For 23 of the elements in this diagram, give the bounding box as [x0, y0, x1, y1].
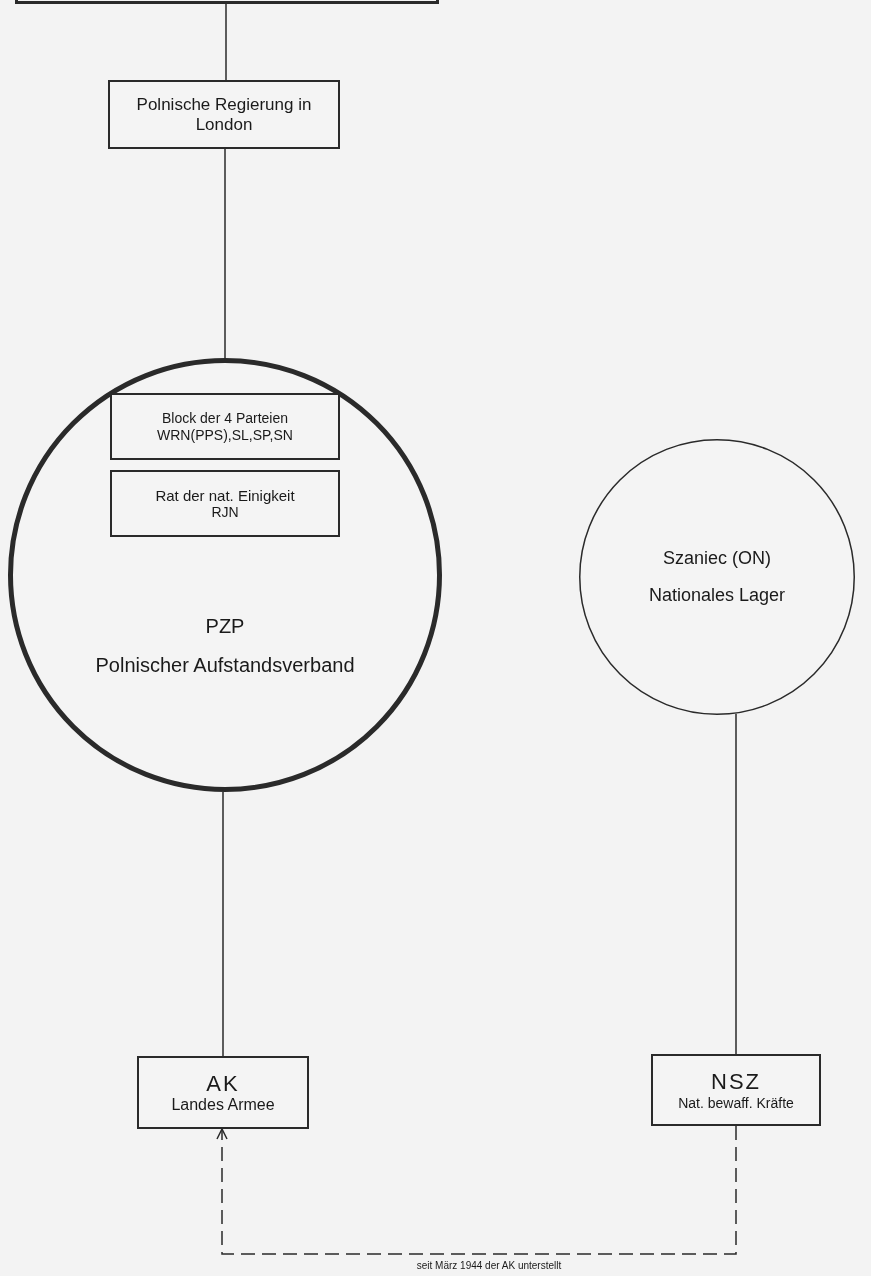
node-subtitle: RJN — [211, 504, 239, 521]
node-title: Rat der nat. Einigkeit — [155, 486, 295, 505]
node-subtitle: Nat. bewaff. Kräfte — [678, 1094, 794, 1111]
node-subtitle: Landes Armee — [171, 1095, 275, 1115]
node-subtitle: Nationales Lager — [648, 585, 786, 606]
connector-line — [225, 3, 227, 81]
connector-line — [222, 791, 224, 1057]
node-title: Block der 4 Parteien — [161, 410, 289, 427]
node-title: PZP — [205, 615, 245, 638]
connector-line — [224, 148, 226, 359]
org-box — [108, 80, 340, 149]
connector-line — [216, 1125, 737, 1255]
org-box — [137, 1056, 309, 1129]
node-title: AK — [206, 1070, 240, 1096]
connector-line — [735, 712, 737, 1055]
node-subtitle: WRN(PPS),SL,SP,SN — [157, 426, 293, 443]
node-title: NSZ — [711, 1069, 761, 1095]
org-box — [651, 1054, 821, 1126]
node-title: Polnische Regierung in London — [135, 94, 313, 135]
node-title: Szaniec (ON) — [663, 548, 771, 569]
node-subtitle: Polnischer Aufstandsverband — [95, 654, 355, 677]
org-box — [110, 393, 340, 460]
org-box — [110, 470, 340, 537]
